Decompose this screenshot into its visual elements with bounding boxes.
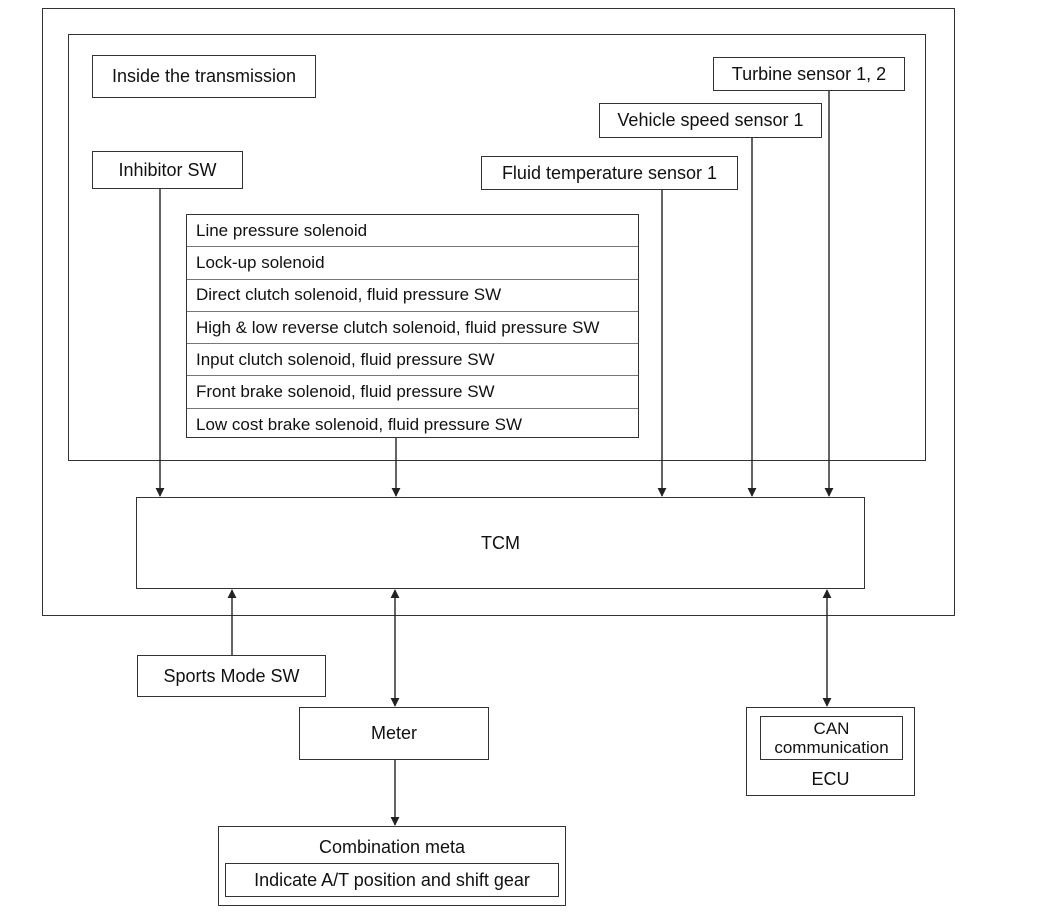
combination-meter-inner-box: Indicate A/T position and shift gear xyxy=(225,863,559,897)
turbine-sensor-box: Turbine sensor 1, 2 xyxy=(713,57,905,91)
section-label: Inside the transmission xyxy=(92,55,316,98)
vehicle-speed-sensor-box: Vehicle speed sensor 1 xyxy=(599,103,822,138)
solenoid-item: Front brake solenoid, fluid pressure SW xyxy=(187,376,638,409)
outer-frame xyxy=(42,8,955,616)
communication-label: communication xyxy=(774,738,889,757)
solenoid-item: High & low reverse clutch solenoid, flui… xyxy=(187,312,638,345)
sports-mode-sw-box: Sports Mode SW xyxy=(137,655,326,697)
solenoid-list: Line pressure solenoid Lock-up solenoid … xyxy=(186,214,639,438)
fluid-temperature-sensor-box: Fluid temperature sensor 1 xyxy=(481,156,738,190)
ecu-title: ECU xyxy=(811,769,850,789)
solenoid-item: Input clutch solenoid, fluid pressure SW xyxy=(187,344,638,377)
solenoid-item: Line pressure solenoid xyxy=(187,215,638,248)
ecu-box: CAN communication ECU xyxy=(746,707,915,796)
meter-box: Meter xyxy=(299,707,489,760)
combination-meter-inner-label: Indicate A/T position and shift gear xyxy=(254,869,530,890)
combination-meter-title: Combination meta xyxy=(318,837,466,857)
solenoid-item: Low cost brake solenoid, fluid pressure … xyxy=(196,414,522,434)
tcm-box: TCM xyxy=(136,497,865,589)
can-label: CAN xyxy=(813,719,850,738)
transmission-frame xyxy=(68,34,926,461)
solenoid-item: Direct clutch solenoid, fluid pressure S… xyxy=(187,280,638,312)
inhibitor-sw-box: Inhibitor SW xyxy=(92,151,243,189)
can-communication-box: CAN communication xyxy=(760,716,903,760)
combination-meter-box: Combination meta Indicate A/T position a… xyxy=(218,826,566,906)
solenoid-item: Lock-up solenoid xyxy=(187,247,638,280)
